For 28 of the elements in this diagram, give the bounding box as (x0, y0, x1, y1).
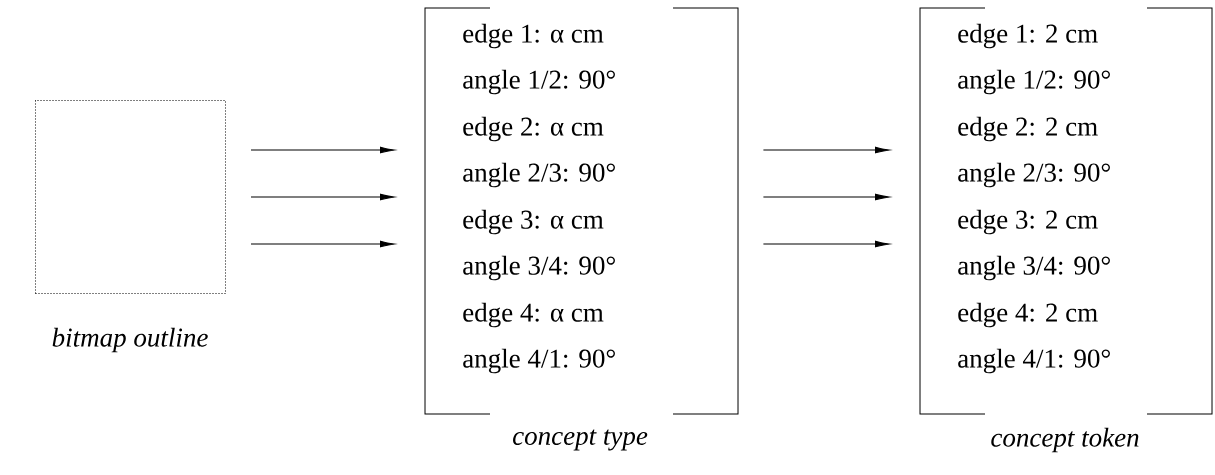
text-line: angle 1/2: 90° (958, 69, 1110, 95)
text-line: angle 4/1: 90° (463, 348, 615, 374)
text-line: angle 4/1: 90° (958, 348, 1110, 374)
text-line: edge 2: α cm (463, 116, 604, 142)
text-line: edge 3: 2 cm (958, 209, 1098, 235)
arrow (762, 193, 890, 201)
text-line: edge 4: α cm (463, 302, 604, 328)
arrow (762, 146, 890, 154)
bracket-box (424, 7, 739, 415)
node-label: bitmap outline (52, 327, 208, 353)
arrow (762, 240, 890, 248)
node-label: concept type (513, 429, 648, 451)
text-line: angle 2/3: 90° (958, 162, 1110, 188)
text-line: angle 3/4: 90° (463, 255, 615, 281)
text-line: angle 1/2: 90° (463, 69, 615, 95)
bracket-box (919, 7, 1213, 415)
text-line: angle 2/3: 90° (463, 162, 615, 188)
text-line: edge 1: 2 cm (958, 23, 1098, 49)
text-line: edge 3: α cm (463, 209, 604, 235)
text-line: edge 4: 2 cm (958, 302, 1098, 328)
text-line: edge 1: α cm (463, 23, 604, 49)
arrow (250, 193, 395, 201)
arrow (250, 146, 395, 154)
dotted-box (35, 100, 226, 294)
node-label: concept token (991, 427, 1139, 453)
text-line: edge 2: 2 cm (958, 116, 1098, 142)
arrow (250, 240, 395, 248)
text-line: angle 3/4: 90° (958, 255, 1110, 281)
